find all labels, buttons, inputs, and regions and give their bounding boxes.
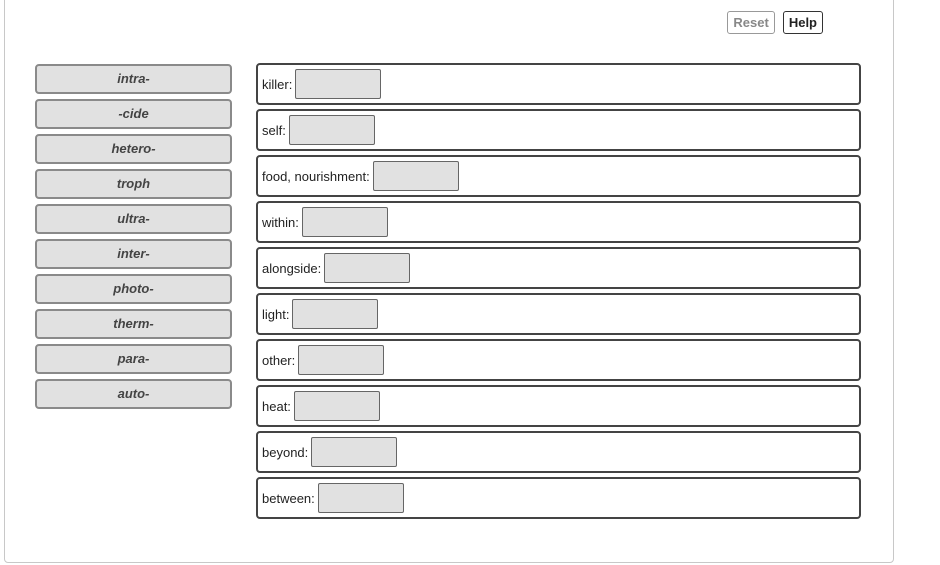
tile-troph[interactable]: troph [35,169,232,199]
drop-zone-between[interactable] [317,483,404,513]
drop-zone-within[interactable] [301,207,388,237]
reset-button[interactable]: Reset [727,11,775,34]
target-label: other: [262,352,296,368]
tile-intra[interactable]: intra- [35,64,232,94]
target-row-food-nourishment: food, nourishment: [256,155,861,197]
target-row-heat: heat: [256,385,861,427]
drop-zone-alongside[interactable] [324,253,411,283]
drop-zone-light[interactable] [292,299,379,329]
target-row-beyond: beyond: [256,431,861,473]
drop-zone-heat[interactable] [293,391,380,421]
target-row-light: light: [256,293,861,335]
tile-photo[interactable]: photo- [35,274,232,304]
target-label: self: [262,122,286,138]
target-row-other: other: [256,339,861,381]
tile-inter[interactable]: inter- [35,239,232,269]
target-label: alongside: [262,260,322,276]
drop-zone-other[interactable] [298,345,385,375]
target-label: heat: [262,398,291,414]
drop-zone-self[interactable] [288,115,375,145]
target-row-self: self: [256,109,861,151]
drop-zone-beyond[interactable] [311,437,398,467]
word-part-tile-bank: intra- -cide hetero- troph ultra- inter-… [35,64,232,414]
drop-zone-food-nourishment[interactable] [372,161,459,191]
target-row-killer: killer: [256,63,861,105]
target-label: beyond: [262,444,309,460]
target-label: food, nourishment: [262,168,370,184]
tile-auto[interactable]: auto- [35,379,232,409]
help-button[interactable]: Help [782,11,823,34]
target-row-between: between: [256,477,861,519]
target-row-within: within: [256,201,861,243]
drop-zone-killer[interactable] [295,69,382,99]
target-label: light: [262,306,290,322]
tile-therm[interactable]: therm- [35,309,232,339]
definition-targets: killer: self: food, nourishment: within:… [256,63,861,523]
target-label: within: [262,214,299,230]
target-label: between: [262,490,315,506]
target-row-alongside: alongside: [256,247,861,289]
toolbar: Reset Help [727,11,823,34]
tile-cide[interactable]: -cide [35,99,232,129]
target-label: killer: [262,76,293,92]
tile-para[interactable]: para- [35,344,232,374]
tile-hetero[interactable]: hetero- [35,134,232,164]
tile-ultra[interactable]: ultra- [35,204,232,234]
